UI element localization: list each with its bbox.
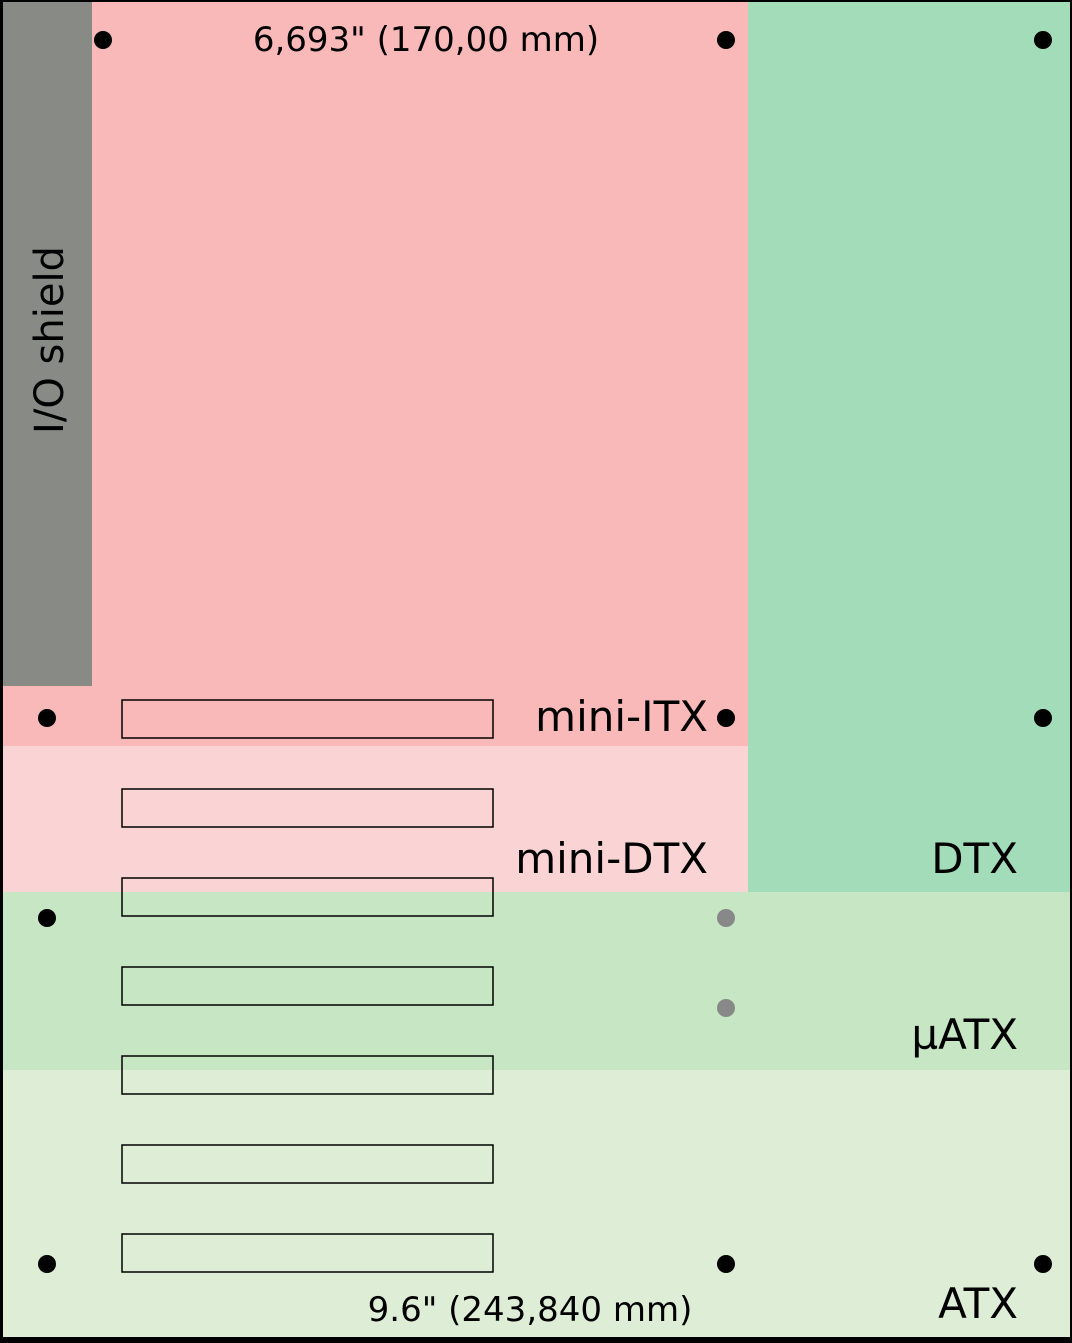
mounting-holes — [38, 31, 1052, 1273]
mini-itx-region — [3, 2, 748, 746]
mounting-hole — [94, 31, 112, 49]
mounting-hole — [1034, 31, 1052, 49]
expansion-slot — [121, 1055, 494, 1095]
mounting-hole — [1034, 709, 1052, 727]
mini-itx-label: mini-ITX — [535, 692, 708, 741]
mounting-hole — [38, 1255, 56, 1273]
expansion-slot — [121, 966, 494, 1006]
uatx-label: µATX — [911, 1010, 1018, 1059]
expansion-slots — [121, 699, 494, 1273]
io-shield-label: I/O shield — [27, 246, 73, 434]
atx-label: ATX — [938, 1279, 1018, 1328]
expansion-slot — [121, 1233, 494, 1273]
dtx-label: DTX — [931, 834, 1018, 883]
expansion-slot — [121, 788, 494, 828]
expansion-slot — [121, 699, 494, 739]
mounting-hole — [717, 709, 735, 727]
mounting-hole — [1034, 1255, 1052, 1273]
mounting-hole — [38, 709, 56, 727]
expansion-slot — [121, 1144, 494, 1184]
mounting-hole — [717, 31, 735, 49]
expansion-slot — [121, 877, 494, 917]
mounting-hole-alt — [717, 999, 735, 1017]
mounting-hole — [38, 909, 56, 927]
mounting-hole-alt — [717, 909, 735, 927]
top-dimension-label: 6,693" (170,00 mm) — [253, 20, 599, 60]
bottom-dimension-label: 9.6" (243,840 mm) — [368, 1290, 693, 1330]
io-shield-region — [3, 2, 92, 686]
mini-dtx-label: mini-DTX — [515, 834, 708, 883]
mounting-hole — [717, 1255, 735, 1273]
